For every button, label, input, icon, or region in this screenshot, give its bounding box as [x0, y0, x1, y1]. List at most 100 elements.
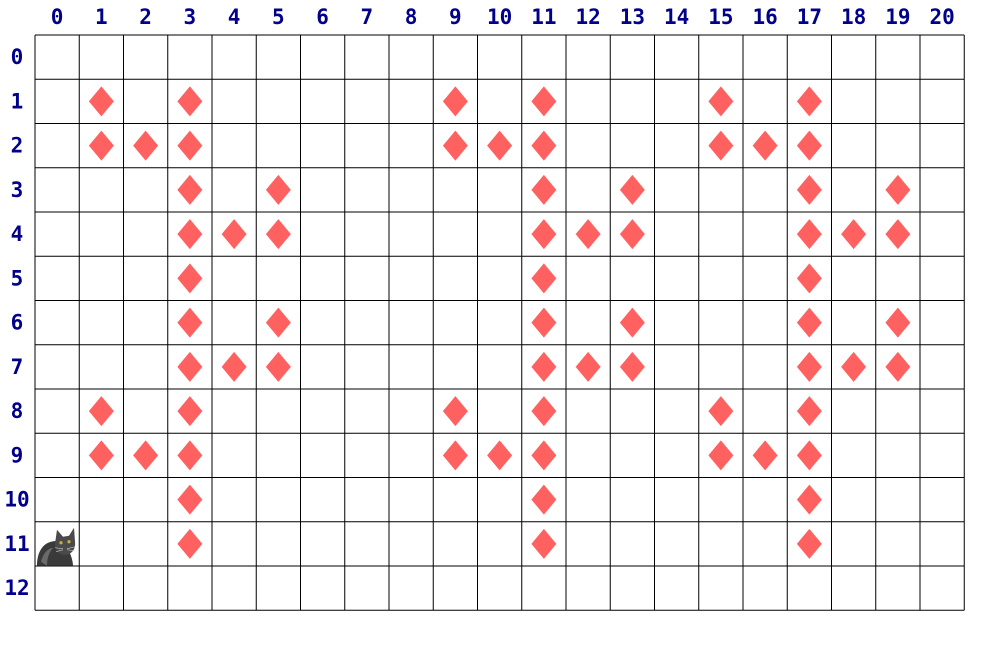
column-label: 17: [797, 5, 822, 29]
column-label: 16: [752, 5, 777, 29]
diamond-pieces: [88, 86, 911, 559]
diamond-icon: [221, 351, 247, 382]
column-label: 2: [139, 5, 152, 29]
column-label: 19: [885, 5, 910, 29]
column-label: 4: [228, 5, 241, 29]
diamond-icon: [619, 351, 645, 382]
column-label: 3: [184, 5, 197, 29]
column-label: 0: [51, 5, 64, 29]
column-label: 8: [405, 5, 418, 29]
diamond-icon: [885, 351, 911, 382]
diamond-icon: [708, 130, 734, 161]
diamond-icon: [841, 219, 867, 250]
diamond-icon: [177, 130, 203, 161]
diamond-icon: [531, 351, 557, 382]
column-label: 5: [272, 5, 285, 29]
diamond-icon: [177, 351, 203, 382]
row-label: 10: [4, 488, 29, 512]
diamond-icon: [442, 86, 468, 117]
row-label: 1: [11, 89, 24, 113]
diamond-icon: [796, 307, 822, 338]
diamond-icon: [442, 396, 468, 427]
column-label: 13: [620, 5, 645, 29]
diamond-icon: [885, 219, 911, 250]
row-label: 2: [11, 134, 24, 158]
diamond-icon: [752, 130, 778, 161]
diamond-icon: [88, 130, 114, 161]
row-label: 11: [4, 532, 29, 556]
diamond-icon: [796, 174, 822, 205]
cat-eye: [59, 541, 63, 545]
diamond-icon: [531, 528, 557, 559]
column-label: 20: [929, 5, 954, 29]
diamond-icon: [796, 263, 822, 294]
column-label: 15: [708, 5, 733, 29]
cat-fur: [41, 547, 53, 566]
diamond-icon: [177, 440, 203, 471]
diamond-icon: [575, 219, 601, 250]
column-label: 1: [95, 5, 108, 29]
diamond-icon: [487, 440, 513, 471]
row-label: 5: [11, 266, 24, 290]
diamond-icon: [619, 174, 645, 205]
diamond-icon: [88, 440, 114, 471]
column-label: 6: [316, 5, 329, 29]
diamond-icon: [177, 174, 203, 205]
diamond-icon: [531, 440, 557, 471]
diamond-icon: [531, 263, 557, 294]
diamond-icon: [708, 86, 734, 117]
diamond-icon: [88, 86, 114, 117]
diamond-icon: [885, 174, 911, 205]
diamond-icon: [796, 86, 822, 117]
cat-eye: [67, 540, 71, 544]
cat-whiskers: [54, 546, 76, 553]
diamond-icon: [531, 307, 557, 338]
diamond-icon: [619, 307, 645, 338]
diamond-icon: [796, 130, 822, 161]
diamond-icon: [177, 307, 203, 338]
diamond-icon: [177, 86, 203, 117]
cat-icon: [37, 527, 76, 566]
diamond-icon: [708, 396, 734, 427]
diamond-icon: [575, 351, 601, 382]
diamond-icon: [265, 307, 291, 338]
diamond-icon: [619, 219, 645, 250]
diamond-icon: [221, 219, 247, 250]
diamond-icon: [133, 440, 159, 471]
diamond-icon: [177, 484, 203, 515]
column-label: 14: [664, 5, 689, 29]
column-label: 10: [487, 5, 512, 29]
row-label: 6: [11, 311, 24, 335]
diamond-icon: [531, 130, 557, 161]
diamond-icon: [531, 484, 557, 515]
diamond-icon: [265, 351, 291, 382]
diamond-icon: [885, 307, 911, 338]
row-label: 8: [11, 399, 24, 423]
diamond-icon: [796, 351, 822, 382]
diamond-icon: [177, 528, 203, 559]
diamond-icon: [841, 351, 867, 382]
row-label: 7: [11, 355, 24, 379]
row-label: 3: [11, 178, 24, 202]
player-piece: [37, 527, 76, 566]
diamond-icon: [531, 219, 557, 250]
diamond-icon: [531, 174, 557, 205]
row-label: 4: [11, 222, 24, 246]
column-label: 12: [575, 5, 600, 29]
diamond-icon: [265, 219, 291, 250]
cat-head: [55, 527, 76, 555]
diamond-icon: [177, 263, 203, 294]
row-label: 12: [4, 576, 29, 600]
diamond-icon: [442, 130, 468, 161]
grid-lines: [34, 34, 965, 611]
column-label: 9: [449, 5, 462, 29]
column-label: 18: [841, 5, 866, 29]
diamond-icon: [133, 130, 159, 161]
diamond-icon: [796, 528, 822, 559]
diamond-icon: [88, 396, 114, 427]
diamond-icon: [177, 219, 203, 250]
row-label: 0: [11, 45, 24, 69]
diamond-icon: [531, 86, 557, 117]
